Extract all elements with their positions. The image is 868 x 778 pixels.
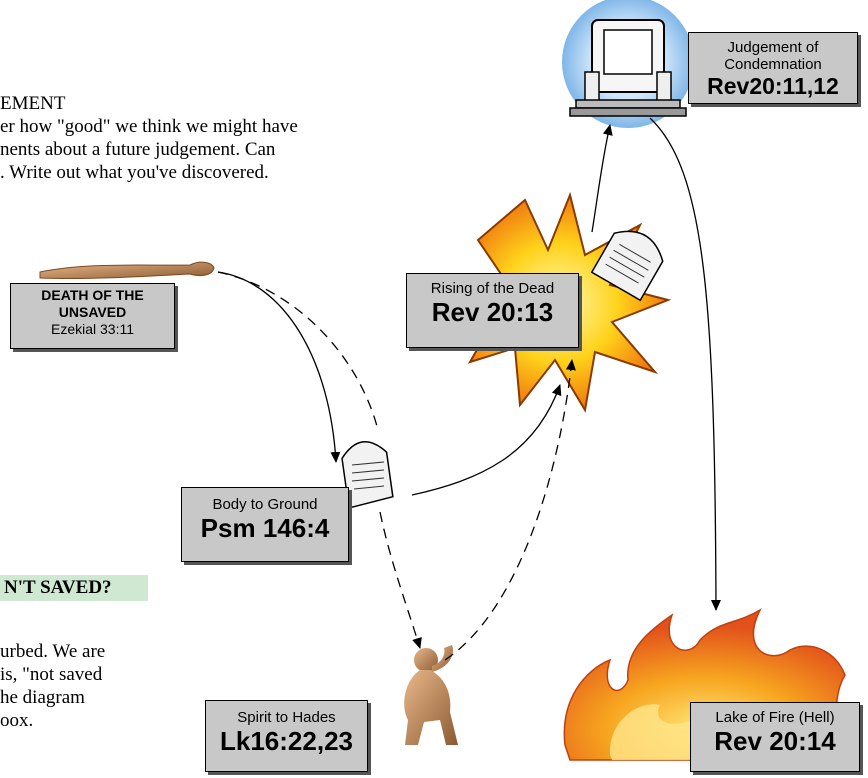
arrow-ground-to-rising <box>411 384 562 496</box>
lake-box: Lake of Fire (Hell) Rev 20:14 <box>690 702 860 772</box>
body-icon <box>39 261 215 280</box>
tombstone-icon <box>590 230 664 302</box>
crouching-figure-icon <box>404 645 458 745</box>
second-line-2: is, "not saved <box>0 664 103 685</box>
death-line-1: DEATH OF THE <box>41 287 144 303</box>
death-reference: Ezekial 33:11 <box>50 321 134 337</box>
judgement-box: Judgement of Condemnation Rev20:11,12 <box>688 32 858 104</box>
arrow-death-dashed <box>217 271 379 431</box>
arrow-judgement-to-lake <box>649 117 721 611</box>
rising-reference: Rev 20:13 <box>431 297 554 327</box>
throne-icon <box>562 0 694 128</box>
second-line-4: oox. <box>0 710 34 731</box>
arrow-rising-to-judgement <box>591 124 613 233</box>
spirit-box: Spirit to Hades Lk16:22,23 <box>205 700 368 772</box>
spirit-reference: Lk16:22,23 <box>220 726 353 756</box>
death-line-2: UNSAVED <box>58 304 127 320</box>
body-box: Body to Ground Psm 146:4 <box>181 487 349 562</box>
body-caption: Body to Ground <box>212 496 318 513</box>
judgement-reference: Rev20:11,12 <box>707 73 839 99</box>
spirit-caption: Spirit to Hades <box>237 709 336 726</box>
intro-line-4: . Write out what you've discovered. <box>0 162 269 183</box>
question-heading: N'T SAVED? <box>0 575 148 601</box>
arrow-hades-to-rising <box>444 359 576 661</box>
second-line-3: he diagram <box>0 687 85 708</box>
intro-line-3: nents about a future judgement. Can <box>0 139 276 160</box>
arrow-death-to-ground <box>217 271 341 463</box>
arrow-ground-to-hades <box>379 511 422 649</box>
second-line-1: urbed. We are <box>0 641 106 662</box>
intro-line-2: er how "good" we think we might have <box>0 116 298 137</box>
grave-icon <box>341 441 394 509</box>
lake-caption: Lake of Fire (Hell) <box>715 709 835 726</box>
death-box: DEATH OF THE UNSAVED Ezekial 33:11 <box>10 283 175 349</box>
intro-text: EMENT er how "good" we think we might ha… <box>0 92 298 184</box>
intro-line-1: EMENT <box>0 93 66 114</box>
second-text: urbed. We are is, "not saved he diagram … <box>0 640 105 732</box>
rising-box: Rising of the Dead Rev 20:13 <box>406 273 579 348</box>
lake-reference: Rev 20:14 <box>714 726 836 756</box>
judgement-caption: Judgement of Condemnation <box>724 39 822 73</box>
rising-caption: Rising of the Dead <box>430 280 555 297</box>
body-reference: Psm 146:4 <box>200 513 330 543</box>
